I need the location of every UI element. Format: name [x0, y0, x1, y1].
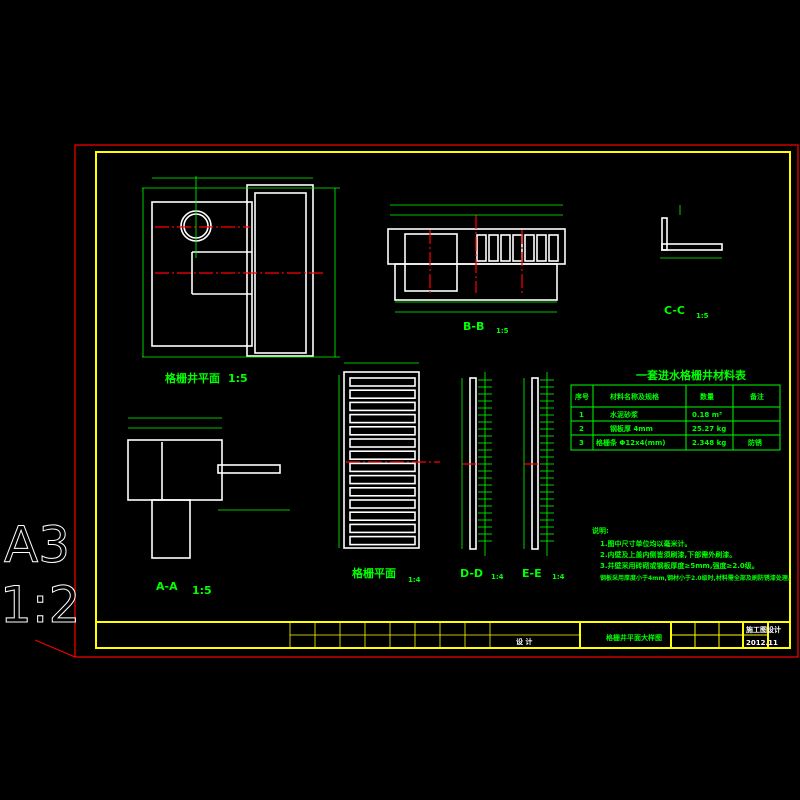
outer-border — [74, 144, 799, 658]
grate-bar — [349, 438, 416, 448]
inner-frame — [95, 151, 791, 649]
grate-plan-view — [349, 377, 554, 546]
section-aa-scale: 1:5 — [192, 584, 212, 597]
row-2-no: 2 — [579, 425, 584, 433]
section-bb-scale: 1:5 — [496, 327, 509, 335]
row-1-qty: 0.18 m³ — [692, 411, 722, 419]
drawing-name: 格栅井平面大样图 — [606, 633, 662, 642]
grate-bar — [349, 389, 416, 400]
plan-scale: 1:5 — [228, 372, 248, 385]
title-block: 设 计 格栅井平面大样图 施工图设计 2012.11 — [96, 621, 790, 648]
header-note: 备注 — [749, 392, 764, 401]
note-3: 3.井壁采用砖砌或钢板厚度≥5mm,强度≥2.0级。 — [600, 561, 759, 570]
header-no: 序号 — [574, 392, 589, 401]
section-aa-title: A-A — [156, 580, 178, 593]
grate-plan-title: 格栅平面 — [352, 566, 396, 580]
grate-bar — [349, 413, 416, 424]
section-dd-title: D-D — [460, 567, 483, 580]
row-3-qty: 2.348 kg — [692, 439, 726, 447]
grate-bar — [349, 499, 416, 509]
header-qty: 数量 — [700, 392, 714, 401]
section-aa-view: A-A 1:5 — [127, 417, 290, 597]
grate-bar — [349, 377, 416, 387]
plan-title: 格栅井平面 — [165, 371, 220, 385]
leader-line — [34, 639, 76, 658]
grate-bar — [349, 523, 416, 534]
section-cc-scale: 1:5 — [696, 312, 709, 320]
grate-bar — [349, 450, 416, 461]
section-dd-scale: 1:4 — [491, 573, 504, 581]
header-name: 材料名称及规格 — [609, 392, 660, 401]
materials-table-title: 一套进水格栅井材料表 — [636, 368, 747, 382]
grate-plan-scale: 1:4 — [408, 576, 421, 584]
notes: 说明: 1.图中尺寸单位均以毫米计。 2.内壁及上盖内侧皆须刷漆,下部需外刷漆。… — [592, 526, 794, 582]
row-1-no: 1 — [579, 411, 584, 419]
drawing-date: 2012.11 — [746, 639, 778, 647]
row-3-name: 格栅条 Φ12x4(mm) — [596, 438, 666, 447]
materials-table: 一套进水格栅井材料表 序号 材料名称及规格 数量 备注 1 水泥砂浆 0.18 … — [570, 368, 781, 451]
section-bb-view: B-B 1:5 — [387, 204, 566, 335]
row-3-note: 防锈 — [748, 438, 763, 447]
notes-heading: 说明: — [592, 526, 609, 535]
title-block-center-label: 设 计 — [516, 637, 532, 646]
plan-view: 格栅井平面 1:5 — [142, 176, 340, 385]
row-3-no: 3 — [579, 439, 584, 447]
grate-bar — [349, 535, 416, 546]
grate-bar — [349, 486, 416, 497]
drawing-label: 施工图设计 — [746, 625, 781, 634]
section-cc-title: C-C — [664, 304, 685, 317]
sheet-size-label: A3 — [4, 516, 70, 574]
row-2-name: 钢板厚 4mm — [610, 424, 653, 433]
row-1-name: 水泥砂浆 — [610, 410, 639, 419]
section-cc-view: C-C 1:5 — [660, 205, 723, 320]
grate-bar — [349, 511, 416, 522]
grate-bar — [349, 474, 416, 485]
section-dd-view: D-D 1:4 — [460, 372, 504, 581]
sheet-scale-label: 1:2 — [0, 576, 80, 634]
section-bb-title: B-B — [463, 320, 484, 333]
note-4: 钢板采用厚度小于4mm,钢材小于2.0级时,材料需全部及刷防锈漆处理。 — [600, 574, 794, 582]
grate-bar — [349, 425, 416, 436]
section-ee-scale: 1:4 — [552, 573, 565, 581]
section-ee-view: E-E 1:4 — [522, 372, 565, 581]
grate-bar — [349, 401, 416, 412]
note-2: 2.内壁及上盖内侧皆须刷漆,下部需外刷漆。 — [600, 550, 736, 559]
note-1: 1.图中尺寸单位均以毫米计。 — [600, 539, 692, 548]
section-ee-title: E-E — [522, 567, 542, 580]
row-2-qty: 25.27 kg — [692, 425, 726, 433]
grate-bar — [349, 462, 416, 473]
